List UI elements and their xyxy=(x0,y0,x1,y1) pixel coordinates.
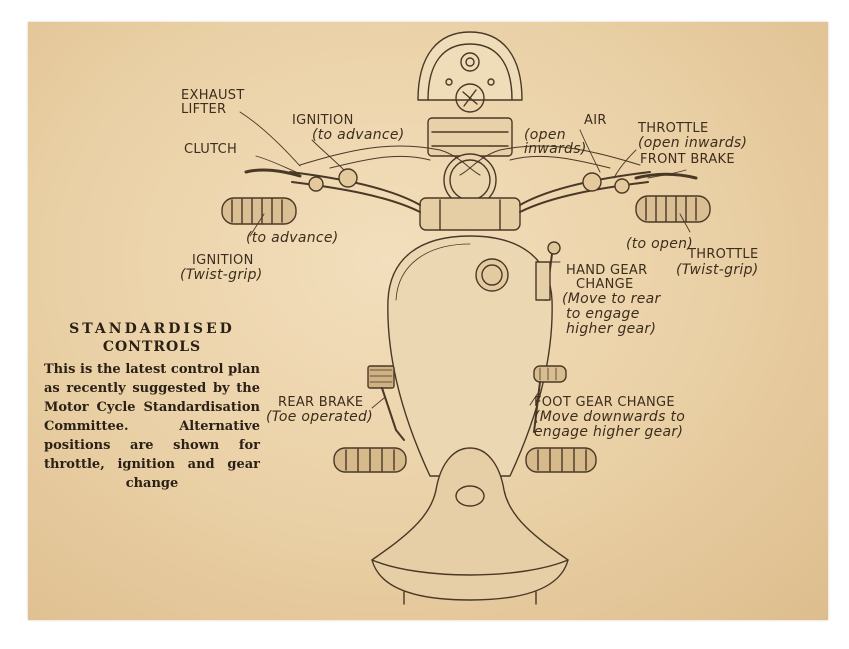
caption-title-line2: CONTROLS xyxy=(102,339,202,355)
hand-gear-note-line1: (Move to rear xyxy=(562,291,661,307)
ignition-grip-label: IGNITION xyxy=(192,253,254,268)
headlamp xyxy=(417,31,523,113)
caption-body: This is the latest control plan as recen… xyxy=(44,362,260,491)
rear-brake-note: (Toe operated) xyxy=(266,409,373,425)
caption-block: STANDARDISED CONTROLS This is the latest… xyxy=(44,320,260,493)
ignition-lever-note: (to advance) xyxy=(312,127,405,143)
foot-gear-pedal xyxy=(533,365,567,433)
air-note-line1: (open xyxy=(524,127,566,143)
air-label: AIR xyxy=(584,113,607,128)
foot-gear-note-line1: (Move downwards to xyxy=(534,409,686,425)
exhaust-lifter-label-line1: EXHAUST xyxy=(181,88,245,103)
right-footrest xyxy=(525,447,597,473)
clutch-lever xyxy=(244,168,302,178)
ignition-grip-sub: (Twist-grip) xyxy=(180,267,263,283)
front-brake-label: FRONT BRAKE xyxy=(640,152,735,167)
throttle-grip-sub: (Twist-grip) xyxy=(676,262,759,278)
ignition-lever-label: IGNITION xyxy=(292,113,354,128)
hand-gear-label-line1: HAND GEAR xyxy=(566,263,648,278)
throttle-grip-label: THROTTLE xyxy=(688,247,759,262)
hand-gear-note-line3: higher gear) xyxy=(566,321,657,337)
left-grip xyxy=(221,168,358,225)
throttle-lever-note: (open inwards) xyxy=(638,135,748,151)
caption-title-line1: STANDARDISED xyxy=(69,321,235,337)
leader-lines xyxy=(239,111,691,409)
left-footrest xyxy=(333,447,407,473)
clutch-label: CLUTCH xyxy=(184,142,238,157)
rear-brake-pedal xyxy=(367,365,405,441)
hand-gear-label-line2: CHANGE xyxy=(576,277,634,292)
throttle-lever-label: THROTTLE xyxy=(638,121,709,136)
throttle-grip-note: (to open) xyxy=(626,236,694,252)
hand-gear-lever xyxy=(535,241,561,301)
air-note-line2: inwards) xyxy=(524,141,587,157)
foot-gear-note-line2: engage higher gear) xyxy=(534,424,684,440)
fuel-tank xyxy=(387,235,553,477)
rear-brake-label: REAR BRAKE xyxy=(278,395,364,410)
saddle xyxy=(371,447,569,605)
handlebars xyxy=(289,145,651,213)
exhaust-lifter-label-line2: LIFTER xyxy=(181,102,227,117)
steering-head xyxy=(419,117,521,231)
hand-gear-note-line2: to engage xyxy=(566,306,640,322)
ignition-grip-note: (to advance) xyxy=(246,230,339,246)
foot-gear-label: FOOT GEAR CHANGE xyxy=(534,395,675,410)
right-grip xyxy=(582,172,711,223)
